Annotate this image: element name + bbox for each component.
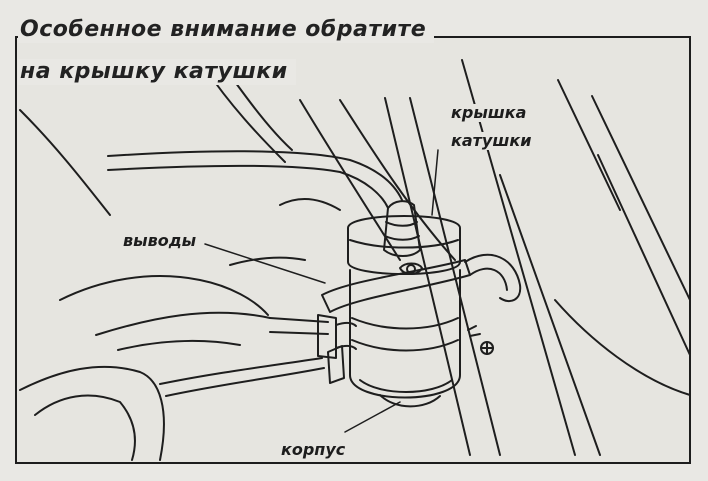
title-line-2: на крышку катушки [18,59,296,85]
label-terminals: выводы [120,232,199,250]
label-cap: крышка [448,104,529,122]
label-cap-coil: катушки [448,132,534,150]
label-body: корпус [278,441,348,459]
mounting-bracket [322,255,520,312]
left-components [20,110,340,460]
title-line-1: Особенное внимание обратите [18,17,434,43]
terminal-wires [160,315,356,396]
